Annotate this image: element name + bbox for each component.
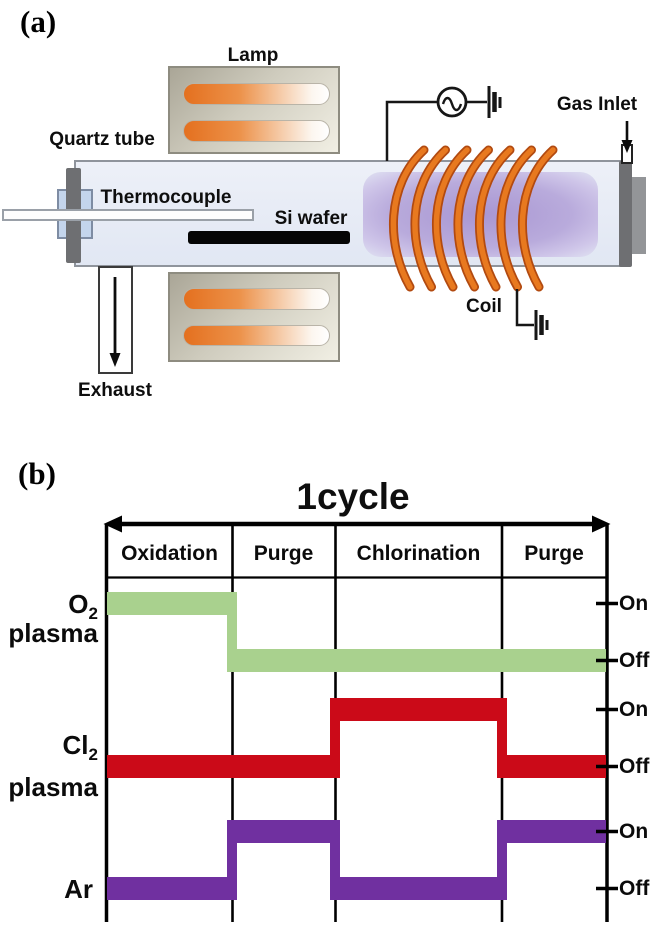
ar-off-bar-1 <box>107 877 233 900</box>
heater-bar <box>183 288 330 310</box>
cl2-off-bar-1 <box>107 755 336 778</box>
panel-b-tag: (b) <box>18 456 56 491</box>
phase-label-purge-1: Purge <box>253 542 314 565</box>
phase-label-purge-2: Purge <box>524 542 584 565</box>
right-flange <box>619 161 632 267</box>
ac-source-icon <box>436 86 468 118</box>
heater-bar <box>183 120 330 142</box>
cl2-off-tick-label: Off <box>619 755 650 778</box>
o2-plasma-label-line2: plasma <box>8 618 98 648</box>
o2-subscript: 2 <box>88 604 98 624</box>
o2-on-bar <box>107 592 233 615</box>
bottom-lamp-housing <box>168 272 340 362</box>
plasma-glow <box>363 172 598 257</box>
ar-on-tick-label: On <box>619 820 649 843</box>
ar-off-bar-2 <box>335 877 503 900</box>
si-wafer-label: Si wafer <box>274 208 348 229</box>
o2-off-bar <box>232 649 606 672</box>
ar-on-bar-2 <box>502 820 606 843</box>
exhaust-label: Exhaust <box>78 380 152 401</box>
o2-plasma-label: O2 <box>0 589 98 622</box>
o2-off-tick-label: Off <box>619 649 650 672</box>
gas-inlet-port <box>621 144 633 164</box>
ac-wire <box>385 100 487 161</box>
si-wafer <box>188 231 350 244</box>
phase-label-chlorination: Chlorination <box>356 542 481 565</box>
o2-symbol: O <box>68 589 89 619</box>
top-lamp-housing <box>168 66 340 154</box>
ar-symbol: Ar <box>64 874 93 904</box>
heater-bar <box>183 83 330 105</box>
ar-on-bar-1 <box>232 820 336 843</box>
cl2-off-bar-2 <box>502 755 606 778</box>
exhaust-duct <box>98 266 133 374</box>
quartz-tube-label: Quartz tube <box>49 129 155 150</box>
ar-label: Ar <box>0 875 93 903</box>
right-end-block <box>632 177 646 254</box>
coil-label: Coil <box>466 296 502 317</box>
cl2-on-bar <box>335 698 502 721</box>
cycle-title: 1cycle <box>296 476 410 517</box>
cycle-arrow <box>103 515 611 533</box>
cl2-subscript: 2 <box>88 745 98 765</box>
cl2-on-tick-label: On <box>619 698 649 721</box>
arrowhead-right-icon <box>592 515 611 533</box>
cl2-plasma-label: Cl2 <box>0 730 98 763</box>
thermocouple-rod <box>2 209 254 221</box>
arrowhead-left-icon <box>103 515 122 533</box>
heater-bar <box>183 325 330 346</box>
panel-a-tag: (a) <box>20 4 57 39</box>
phase-label-oxidation: Oxidation <box>121 542 218 565</box>
cl2-plasma-label-line2: plasma <box>8 772 98 802</box>
gas-inlet-label: Gas Inlet <box>556 94 638 115</box>
o2-on-tick-label: On <box>619 592 649 615</box>
coil-ground-icon <box>534 310 549 340</box>
cl2-symbol: Cl <box>62 730 89 760</box>
ar-off-tick-label: Off <box>619 877 650 900</box>
on-off-ticks <box>596 601 618 891</box>
ground-icon <box>487 86 502 118</box>
lamp-label: Lamp <box>227 45 279 66</box>
thermocouple-label: Thermocouple <box>100 187 232 208</box>
